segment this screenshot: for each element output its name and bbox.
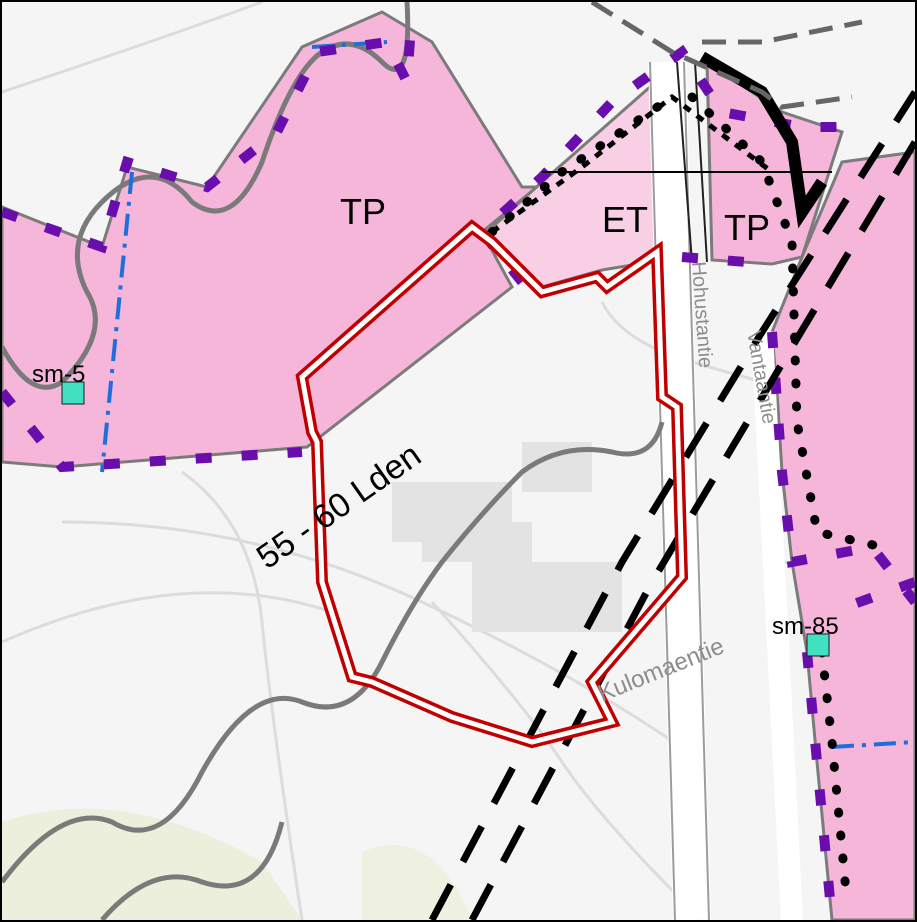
- dotted-line-et: [490, 93, 774, 235]
- side-road: [751, 331, 803, 920]
- zone-boundary: [2, 11, 915, 920]
- green-area-sw: [2, 808, 302, 920]
- heavy-road-line: [698, 51, 827, 229]
- grey-dashed-line: [590, 2, 863, 110]
- marker-sm-85[interactable]: [806, 633, 830, 657]
- noise-contour-lines: [2, 2, 665, 920]
- building-blocks: [392, 442, 622, 632]
- zone-label-tp-east: TP: [724, 207, 770, 248]
- marker-label-sm-5: sm-5: [32, 361, 85, 388]
- zone-tp-west: [2, 10, 542, 469]
- marker-label-sm-85: sm-85: [772, 613, 839, 640]
- zone-east: [770, 150, 915, 920]
- plan-area-outline: [295, 219, 689, 749]
- zone-label-et: ET: [602, 199, 648, 240]
- marker-sm-5[interactable]: [61, 381, 85, 405]
- zone-label-tp-west: TP: [340, 191, 386, 232]
